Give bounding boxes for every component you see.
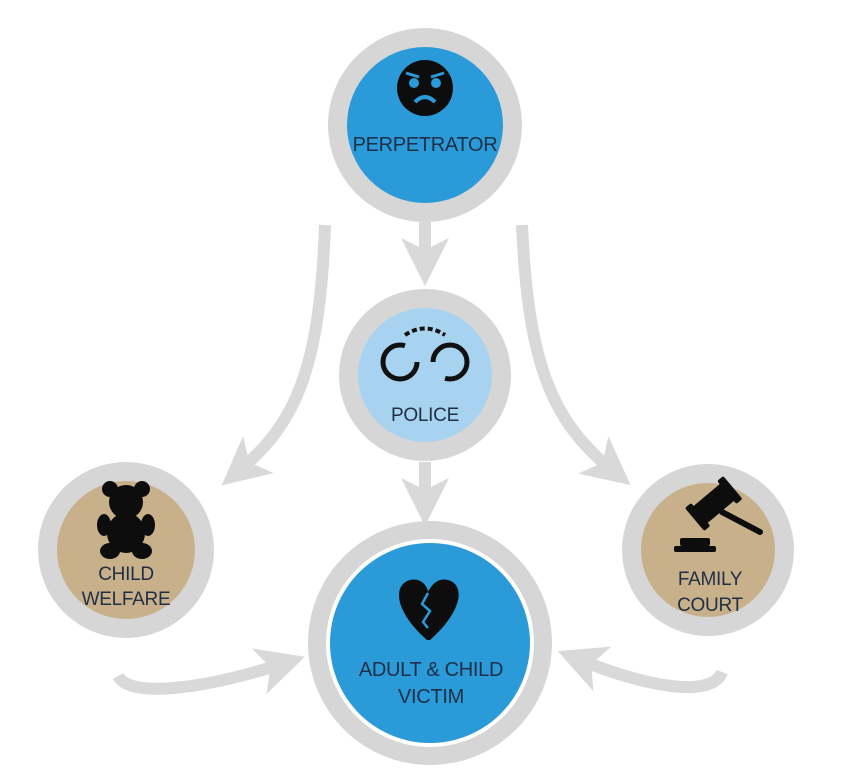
- family-court-label-line1: FAMILY: [677, 569, 743, 590]
- child-welfare-label-line1: CHILD: [98, 564, 154, 585]
- node-police: [339, 289, 511, 461]
- victim-label-line1: ADULT & CHILD: [358, 659, 504, 681]
- node-family-court: [622, 464, 794, 636]
- gavel-icon: [674, 476, 763, 552]
- teddy-bear-icon: [97, 481, 155, 559]
- perpetrator-label: PERPETRATOR: [352, 134, 498, 156]
- broken-heart-icon: [398, 579, 459, 640]
- arrow-perpetrator-to-family-court: [516, 224, 631, 486]
- node-perpetrator: [328, 28, 522, 222]
- handcuffs-icon: [380, 326, 470, 382]
- victim-label-line2: VICTIM: [398, 686, 464, 708]
- police-label: POLICE: [391, 405, 459, 426]
- arrow-perpetrator-to-child-welfare: [221, 224, 331, 486]
- angry-face-icon: [397, 60, 453, 116]
- child-welfare-label-line2: WELFARE: [81, 589, 171, 610]
- arrow-child-welfare-to-victim: [112, 648, 305, 695]
- node-victim: [308, 521, 552, 765]
- arrow-family-court-to-victim: [557, 646, 728, 694]
- family-court-label-line2: COURT: [677, 595, 743, 616]
- node-child-welfare: [38, 462, 214, 638]
